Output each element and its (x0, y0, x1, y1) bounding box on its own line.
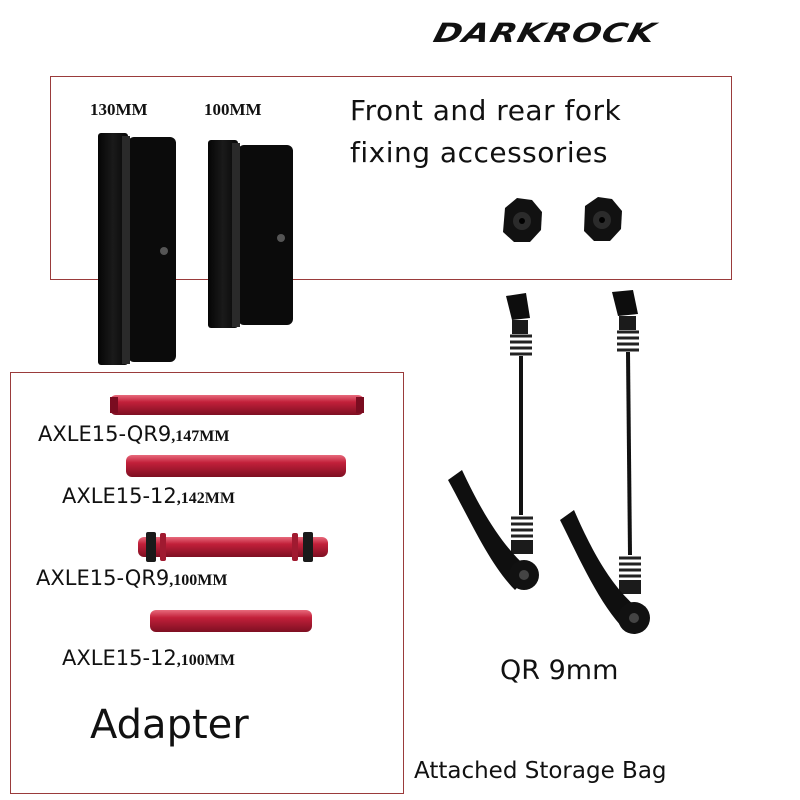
axle-code-4: AXLE15-12 (62, 646, 177, 670)
axle-142mm (126, 455, 346, 477)
axle-size-4: ,100MM (176, 652, 235, 669)
axle-label-1: AXLE15-QR9,147MM (38, 422, 229, 446)
axle-code-2: AXLE15-12 (62, 484, 177, 508)
axle-label-4: AXLE15-12,100MM (62, 646, 235, 670)
axle-label-2: AXLE15-12,142MM (62, 484, 235, 508)
axle-100mm (150, 610, 312, 632)
axle-size-1: ,147MM (171, 428, 230, 445)
storage-bag-label: Attached Storage Bag (414, 758, 667, 784)
axle-size-3: ,100MM (169, 572, 228, 589)
axle-size-2: ,142MM (176, 490, 235, 507)
fork-accessories-frame (50, 76, 732, 280)
headline-line-2: fixing accessories (350, 136, 608, 169)
adapter-frame (10, 372, 404, 794)
axle-label-3: AXLE15-QR9,100MM (36, 566, 227, 590)
quick-release-skewer-2 (560, 290, 650, 634)
quick-release-skewer-1 (448, 293, 539, 590)
axle-100mm-qr (138, 532, 328, 562)
fork-plate-100mm (208, 140, 293, 328)
fork-plate-100mm-label: 100MM (204, 100, 262, 119)
headline: Front and rear fork fixing accessories (350, 90, 621, 174)
fork-plate-130mm-label: 130MM (90, 100, 148, 119)
adapter-title: Adapter (90, 702, 249, 748)
knob-1 (503, 198, 542, 242)
knob-2 (584, 197, 622, 241)
axle-code-3: AXLE15-QR9 (36, 566, 170, 590)
axle-147mm (110, 395, 364, 415)
fork-plate-130mm (98, 133, 176, 365)
axle-code-1: AXLE15-QR9 (38, 422, 172, 446)
qr-label: QR 9mm (500, 655, 619, 686)
headline-line-1: Front and rear fork (350, 94, 622, 127)
